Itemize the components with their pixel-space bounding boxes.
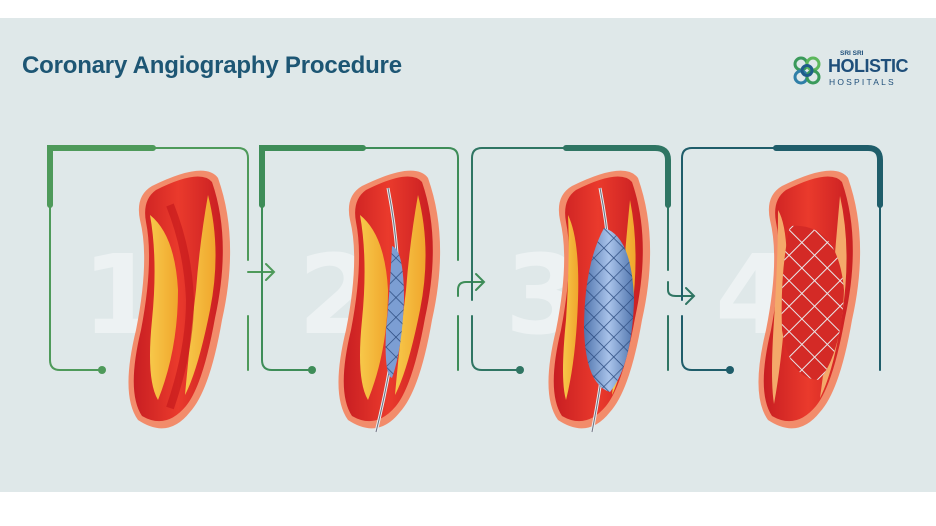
step-1-frame [47,145,276,374]
artery-balloon-inflated [548,170,651,433]
artery-with-catheter [338,170,441,433]
step-2-frame [259,145,524,374]
step-4-frame [681,145,883,374]
logo-small-text: SRI SRI [840,50,864,57]
logo-sub-text: HOSPITALS [829,77,896,87]
artery-stent-placed [758,170,861,429]
hospital-logo: SRI SRI HOLISTIC HOSPITALS [788,50,913,94]
step-3-frame [471,145,696,371]
logo-main-text: HOLISTIC [828,56,909,76]
celtic-knot-logo-icon [793,56,821,85]
artery-narrowed [128,170,231,429]
page-title: Coronary Angiography Procedure [22,52,402,79]
